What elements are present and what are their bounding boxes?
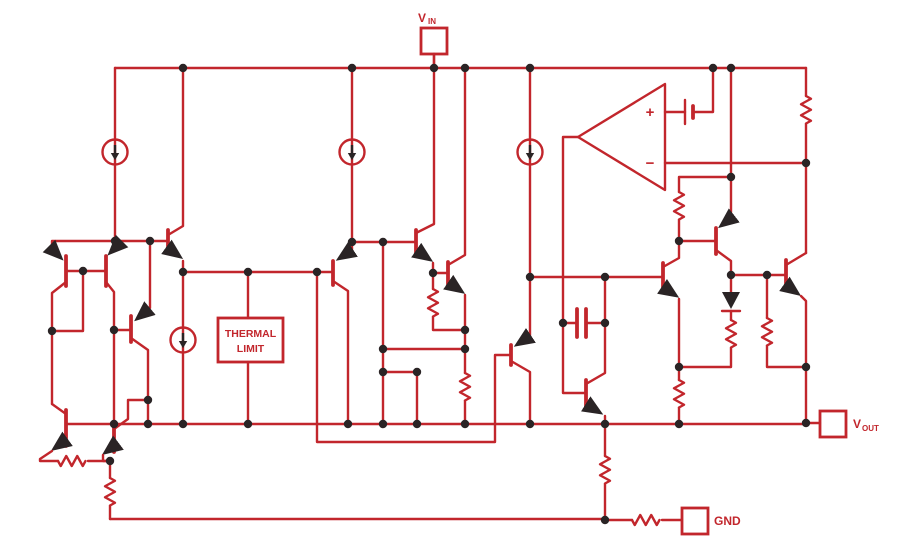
resistor-mid-lower [458, 371, 472, 402]
transistor-q9-npn [101, 328, 150, 463]
diode [720, 273, 742, 322]
resistor-emitter-out [672, 378, 686, 409]
gnd-terminal: GND [680, 506, 741, 536]
wire-r2-step [677, 175, 733, 194]
vout-terminal: V OUT [804, 409, 879, 439]
vin-terminal-box [419, 26, 449, 56]
resistor-sense [598, 454, 612, 485]
ground-wire [108, 513, 684, 527]
transistor-q7-pnp [509, 275, 536, 426]
opamp: + − [576, 82, 667, 192]
opamp-plus-sign: + [646, 104, 655, 121]
resistor-diode-chain [724, 318, 738, 349]
transistor-q2-pnp [104, 234, 129, 332]
transistor-qe-npn [581, 275, 607, 426]
opamp-triangle [576, 82, 667, 192]
resistor-emitter-mid [426, 287, 440, 318]
resistor-drive [672, 190, 686, 221]
vout-label: V [853, 417, 861, 431]
junction-dots [47, 63, 811, 525]
transistor-qd-npn [657, 239, 681, 369]
opamp-minus-sign: − [646, 155, 655, 172]
gnd-label: GND [714, 514, 741, 528]
transistor-q11-npn [779, 251, 808, 425]
thermal-limit-line1: THERMAL [225, 328, 277, 340]
wire-q7-base-route [315, 270, 513, 444]
thermal-limit-line2: LIMIT [237, 343, 265, 355]
transistor-q1-pnp [42, 239, 68, 333]
resistor-left-emitter [56, 454, 87, 468]
top-rail [113, 66, 813, 255]
wire-opamp-output [561, 135, 588, 395]
vin-terminal: V IN [418, 11, 449, 70]
resistor-gnd-left [103, 476, 117, 507]
transistor-q10-pnp [677, 175, 740, 277]
resistor-top-right [799, 94, 813, 125]
wire-q3-collector [166, 66, 185, 237]
transistor-q5-pnp [112, 239, 156, 426]
vout-terminal-box [818, 409, 848, 439]
wire-diode-connect [50, 269, 85, 333]
transistor-q8-npn [38, 402, 73, 463]
vin-label-sub: IN [428, 17, 436, 26]
wire-mid-link-2 [381, 370, 419, 426]
transistor-qc-npn [431, 66, 467, 375]
wire-chain-bottom [677, 346, 733, 369]
vin-label: V [418, 11, 426, 25]
thermal-limit-block: THERMAL LIMIT [216, 270, 285, 426]
resistor-output-bias [760, 316, 774, 347]
voltage-reference-battery [663, 66, 715, 126]
gnd-terminal-box [680, 506, 710, 536]
wire-r3-bottom [431, 315, 467, 332]
transistor-q6-pnp [331, 240, 358, 426]
resistor-gnd [630, 513, 661, 527]
transistor-q3-npn [161, 228, 185, 274]
wire-r6-bottom [765, 344, 808, 369]
vout-label-sub: OUT [862, 424, 879, 433]
compensation-capacitor [561, 307, 607, 339]
transistor-q4-npn [411, 52, 436, 275]
